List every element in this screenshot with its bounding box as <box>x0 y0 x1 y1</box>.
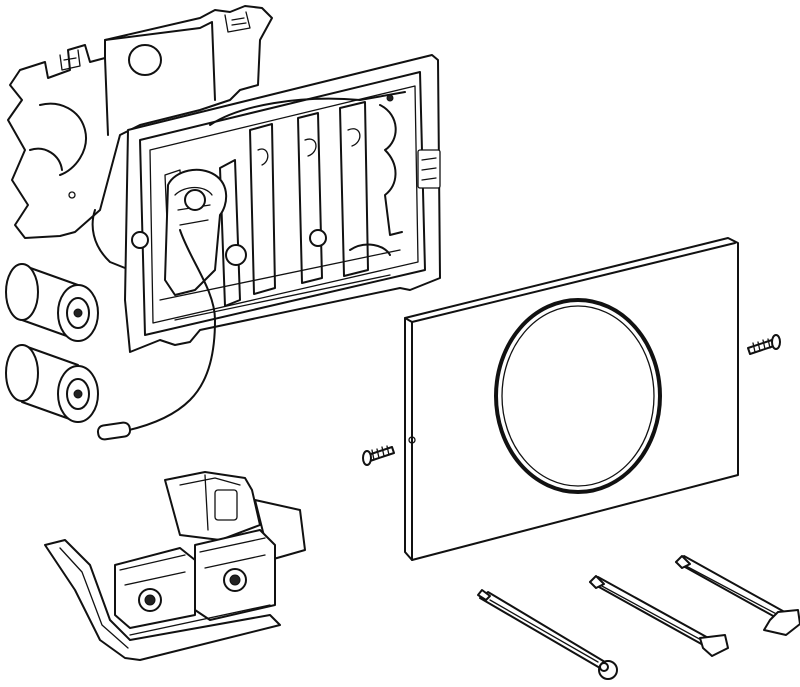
cover-plate-with-sensor-ring <box>404 237 739 561</box>
actuating-rod-2 <box>589 575 729 657</box>
control-unit-with-cable <box>96 168 228 441</box>
screw-right <box>747 334 781 355</box>
actuator-unit <box>44 471 306 661</box>
screw-left <box>362 445 395 466</box>
actuating-rod-1 <box>477 589 618 680</box>
battery-2 <box>5 344 99 423</box>
battery-1 <box>5 263 99 342</box>
actuating-rod-3 <box>675 555 800 636</box>
cable-plug <box>96 421 132 441</box>
sensor-ring <box>494 298 662 494</box>
mounting-bracket <box>7 5 273 269</box>
